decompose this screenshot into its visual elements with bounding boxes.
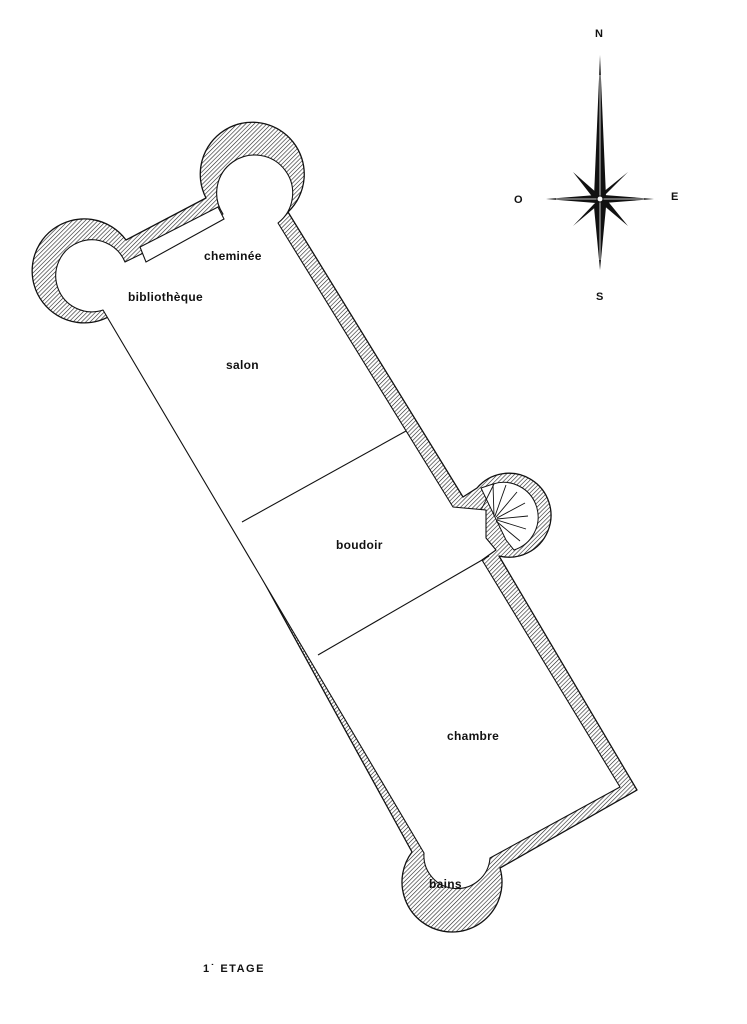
label-boudoir: boudoir	[336, 538, 383, 552]
compass-south-label: S	[596, 291, 603, 303]
label-cheminee: cheminée	[204, 249, 262, 263]
compass-north-label: N	[595, 28, 603, 40]
label-chambre: chambre	[447, 729, 499, 743]
compass-west-label: O	[514, 194, 523, 206]
inner-wall	[55, 154, 621, 890]
partition-boudoir-chambre	[317, 555, 490, 656]
label-bibliotheque: bibliothèque	[128, 290, 203, 304]
spiral-staircase	[480, 481, 539, 551]
floor-caption: 1˙ ETAGE	[203, 963, 265, 975]
compass-rose: N S E O	[514, 28, 678, 303]
label-bains: bains	[429, 877, 462, 891]
compass-east-label: E	[671, 191, 678, 203]
fireplace	[139, 206, 225, 263]
label-salon: salon	[226, 358, 259, 372]
walls	[31, 121, 638, 933]
partition-salon-boudoir	[241, 430, 407, 523]
